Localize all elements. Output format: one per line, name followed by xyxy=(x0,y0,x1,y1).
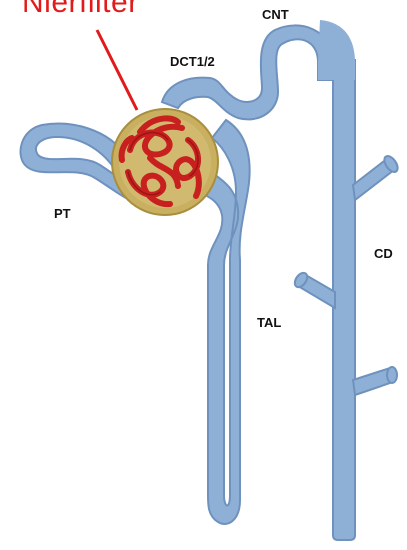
label-pt: PT xyxy=(54,206,71,221)
title-label: Nierfilter xyxy=(22,0,139,20)
label-tal: TAL xyxy=(257,315,281,330)
label-dct: DCT1/2 xyxy=(170,54,215,69)
connecting-tubule xyxy=(162,25,333,119)
pointer-line xyxy=(97,30,137,110)
label-cd: CD xyxy=(374,246,393,261)
label-cnt: CNT xyxy=(262,7,289,22)
collecting-duct xyxy=(333,60,355,540)
